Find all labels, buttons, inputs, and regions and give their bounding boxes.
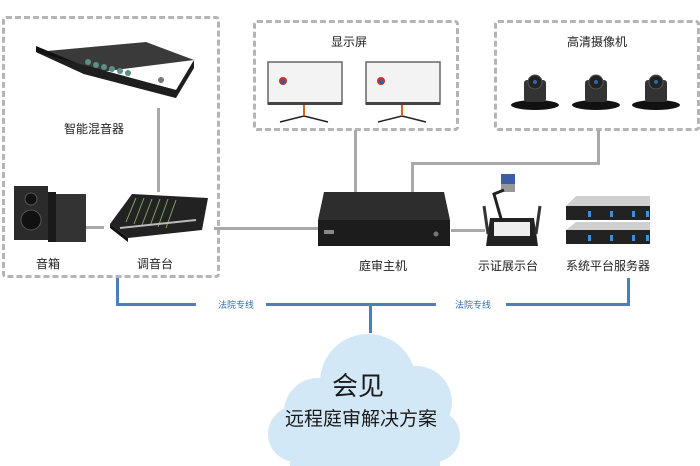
cable-mixer-to-console bbox=[157, 108, 160, 192]
cable-camera-h bbox=[411, 162, 600, 165]
display-screen-1 bbox=[267, 61, 343, 123]
speaker-label: 音箱 bbox=[36, 257, 61, 271]
court-line-left-v bbox=[116, 278, 119, 305]
court-line-left-h1 bbox=[116, 303, 196, 306]
cloud-shape bbox=[268, 334, 460, 466]
court-line-right-v bbox=[627, 278, 630, 306]
court-line-label-left: 法院专线 bbox=[218, 301, 255, 311]
cable-console-to-host bbox=[214, 227, 318, 230]
display-group-label: 显示屏 bbox=[331, 35, 368, 49]
court-host-label: 庭审主机 bbox=[359, 259, 408, 273]
cable-host-to-visualizer bbox=[451, 229, 485, 232]
speaker-image bbox=[14, 186, 86, 242]
display-group-box bbox=[253, 20, 459, 131]
smart-mixer-label: 智能混音器 bbox=[64, 122, 125, 136]
camera-group-box bbox=[494, 20, 700, 131]
cable-camera-to-host bbox=[411, 162, 414, 194]
platform-server-label: 系统平台服务器 bbox=[566, 259, 651, 273]
smart-mixer-image bbox=[36, 42, 194, 98]
camera-1 bbox=[511, 74, 559, 110]
camera-2 bbox=[572, 74, 620, 110]
mixing-console-label: 调音台 bbox=[137, 257, 174, 271]
camera-group-label: 高清摄像机 bbox=[567, 35, 628, 49]
court-line-to-cloud bbox=[369, 303, 372, 333]
court-host-image bbox=[318, 192, 450, 246]
audio-group-box bbox=[2, 16, 220, 278]
display-screen-2 bbox=[365, 61, 441, 123]
mixing-console-image bbox=[110, 194, 208, 242]
court-line-right-h2 bbox=[506, 303, 630, 306]
camera-3 bbox=[632, 74, 680, 110]
cloud-subtitle: 远程庭审解决方案 bbox=[285, 408, 438, 430]
cable-display-to-host bbox=[354, 130, 357, 194]
court-line-label-right: 法院专线 bbox=[455, 301, 492, 311]
evidence-visualizer-image bbox=[482, 174, 542, 246]
cable-camera-v bbox=[597, 130, 600, 164]
platform-server-image bbox=[566, 196, 650, 244]
cloud-title: 会见 bbox=[332, 372, 385, 402]
court-line-center-h bbox=[266, 303, 436, 306]
cable-speaker-to-console bbox=[86, 226, 104, 229]
evidence-visualizer-label: 示证展示台 bbox=[478, 259, 539, 273]
